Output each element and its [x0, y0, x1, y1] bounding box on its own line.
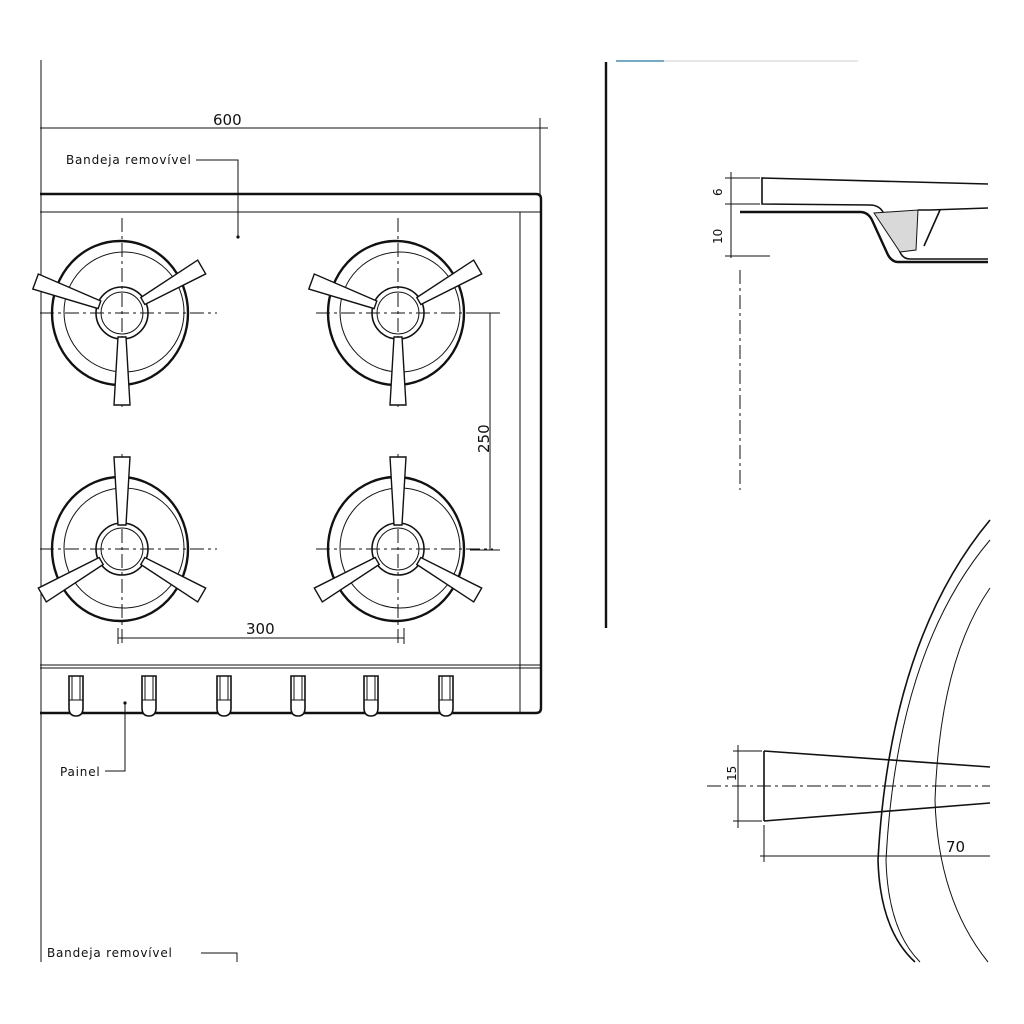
- burner-arm-2: [139, 259, 207, 306]
- arm-length-label: 70: [946, 838, 965, 856]
- section-profile-lower: [740, 210, 988, 264]
- burner-bottom-right: [313, 454, 493, 644]
- section-top-label: 6: [711, 188, 725, 196]
- control-knob-2: [141, 675, 157, 717]
- burner-arm-3: [389, 336, 407, 406]
- horizontal-spacing-label: 300: [246, 620, 275, 638]
- removable-tray-label: Bandeja removível: [66, 153, 192, 167]
- section-profile-upper: [761, 177, 989, 260]
- tray-leader-line: [196, 159, 239, 237]
- burner-top-left: [31, 218, 217, 408]
- section-hatch: [873, 209, 919, 253]
- burner-arm-3: [389, 456, 407, 526]
- control-knob-4: [290, 675, 306, 717]
- panel-label: Painel: [60, 765, 101, 779]
- tray-leader-dot: [236, 235, 240, 239]
- burner-arm-1: [307, 273, 378, 310]
- burner-arm-1: [139, 556, 207, 603]
- panel-leader-dot: [123, 701, 127, 705]
- burner-arm-3: [113, 336, 131, 406]
- control-knob-1: [68, 675, 84, 717]
- burner-arm-2: [415, 259, 483, 306]
- control-knobs: [68, 675, 454, 717]
- arm-detail: 15 70: [707, 519, 991, 963]
- removable-tray-bottom-label: Bandeja removível: [47, 946, 173, 960]
- panel-leader-line: [105, 703, 126, 772]
- section-slope: [923, 209, 941, 247]
- cooktop-top-view: 600 Bandeja removível 250 300 Painel Ban…: [31, 60, 548, 962]
- burner-top-right: [307, 218, 493, 408]
- arm-width-label: 15: [725, 766, 739, 781]
- vertical-spacing-label: 250: [475, 424, 493, 453]
- burner-bottom-left: [37, 454, 217, 644]
- cooktop-outline: [40, 192, 543, 715]
- ring-outer-2: [885, 539, 991, 963]
- section-depth-label: 10: [711, 229, 725, 244]
- burners: [31, 218, 493, 644]
- burner-arm-2: [37, 556, 105, 603]
- section-detail: 6 10: [711, 172, 989, 264]
- ring-outer: [877, 519, 991, 963]
- control-knob-6: [438, 675, 454, 717]
- burner-arm-1: [31, 273, 102, 310]
- burner-arm-3: [113, 456, 131, 526]
- burner-arm-2: [313, 556, 381, 603]
- burner-arm-1: [415, 556, 483, 603]
- section-inner-rim: [918, 207, 989, 211]
- control-knob-3: [216, 675, 232, 717]
- overall-width-label: 600: [213, 111, 242, 129]
- control-knob-5: [363, 675, 379, 717]
- ring-inner: [934, 587, 991, 963]
- tray-bottom-leader: [201, 952, 238, 962]
